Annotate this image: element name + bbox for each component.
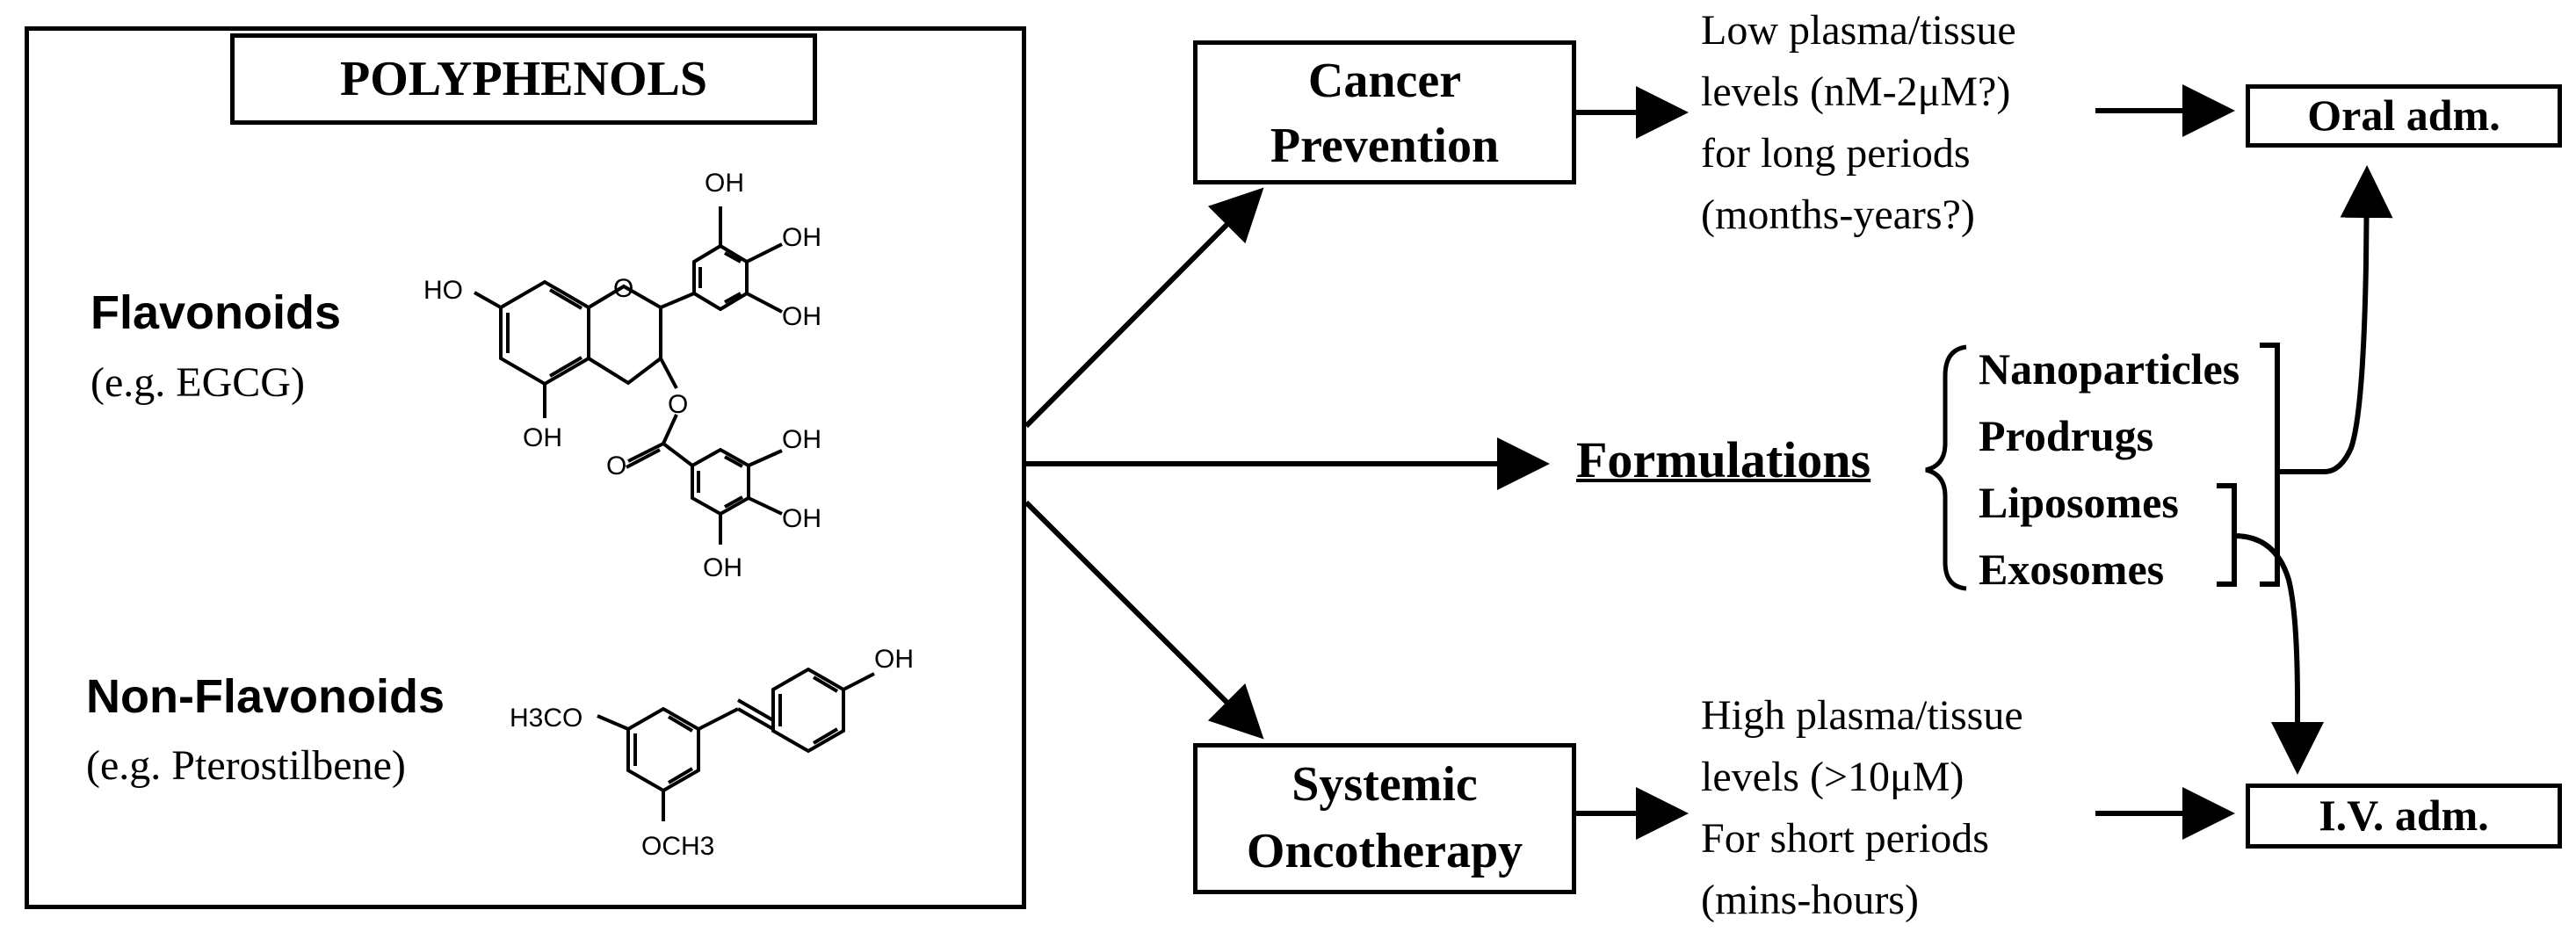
egcg-o-ester: O	[668, 390, 688, 419]
nonflavonoids-label: Non-Flavonoids	[86, 670, 445, 723]
cancer-prevention-note: Low plasma/tissue levels (nM-2μM?) for l…	[1701, 0, 2016, 246]
egcg-oh-right1: OH	[782, 223, 821, 252]
egcg-structure: OH OH OH HO O O O OH OH OH OH	[423, 169, 821, 582]
ptero-h3co: H3CO	[510, 704, 582, 733]
formulations-brace	[1925, 344, 1967, 591]
formulation-item-liposomes: Liposomes	[1979, 478, 2179, 527]
egcg-oh-bottom: OH	[523, 423, 562, 452]
flavonoids-label: Flavonoids	[90, 286, 342, 339]
cancer-prevention-line1: Cancer	[1307, 54, 1462, 108]
arrow-to-systemic-oncotherapy	[1024, 500, 1264, 740]
cp-note-line: for long periods	[1701, 130, 1971, 177]
formulation-item-nanoparticles: Nanoparticles	[1979, 344, 2240, 394]
iv-adm-label: I.V. adm.	[2319, 791, 2489, 840]
arrow-to-cancer-prevention	[1024, 187, 1264, 429]
cancer-prevention-line2: Prevention	[1270, 119, 1500, 173]
egcg-oh-right2: OH	[782, 302, 821, 331]
formulations-label: Formulations	[1576, 431, 1871, 488]
egcg-oh-g3: OH	[703, 553, 742, 582]
cancer-prevention-box: Cancer Prevention	[1193, 40, 1576, 184]
so-note-line: For short periods	[1701, 815, 1989, 862]
systemic-oncotherapy-note: High plasma/tissue levels (>10μM) For sh…	[1701, 685, 2023, 931]
oral-adm-box: Oral adm.	[2246, 84, 2562, 148]
formulation-item-prodrugs: Prodrugs	[1979, 411, 2154, 460]
nonflavonoids-example: (e.g. Pterostilbene)	[86, 742, 406, 789]
systemic-line2: Oncotherapy	[1246, 824, 1523, 878]
so-note-line: levels (>10μM)	[1701, 754, 1965, 800]
cp-note-line: levels (nM-2μM?)	[1701, 69, 2011, 115]
cp-note-line: Low plasma/tissue	[1701, 7, 2016, 54]
cp-note-line: (months-years?)	[1701, 191, 1975, 238]
ptero-och3: OCH3	[641, 832, 714, 861]
ptero-oh: OH	[874, 645, 914, 674]
iv-adm-box: I.V. adm.	[2246, 784, 2562, 849]
egcg-o-ring: O	[613, 274, 633, 303]
arrow-bracket-to-iv	[2233, 533, 2324, 775]
egcg-oh-g2: OH	[782, 504, 821, 533]
bracket-all-items	[2260, 343, 2280, 587]
formulations-list: Nanoparticles Prodrugs Liposomes Exosome…	[1979, 336, 2240, 603]
arrow-bracket-to-oral	[2324, 165, 2393, 474]
so-note-line: (mins-hours)	[1701, 877, 1919, 923]
egcg-oh-top: OH	[705, 169, 744, 198]
flavonoids-example: (e.g. EGCG)	[90, 359, 305, 406]
polyphenols-title-box: POLYPHENOLS	[230, 33, 817, 125]
egcg-o-carbonyl: O	[606, 451, 626, 480]
systemic-oncotherapy-box: Systemic Oncotherapy	[1193, 743, 1576, 894]
oral-adm-label: Oral adm.	[2307, 90, 2500, 140]
so-note-line: High plasma/tissue	[1701, 692, 2023, 739]
pterostilbene-structure: H3CO OH OCH3	[510, 645, 914, 861]
egcg-ho-left: HO	[423, 276, 463, 305]
egcg-oh-g1: OH	[782, 425, 821, 454]
polyphenols-panel	[25, 26, 1026, 909]
formulation-item-exosomes: Exosomes	[1979, 545, 2165, 594]
systemic-line1: Systemic	[1292, 757, 1478, 812]
polyphenols-title: POLYPHENOLS	[339, 52, 708, 106]
